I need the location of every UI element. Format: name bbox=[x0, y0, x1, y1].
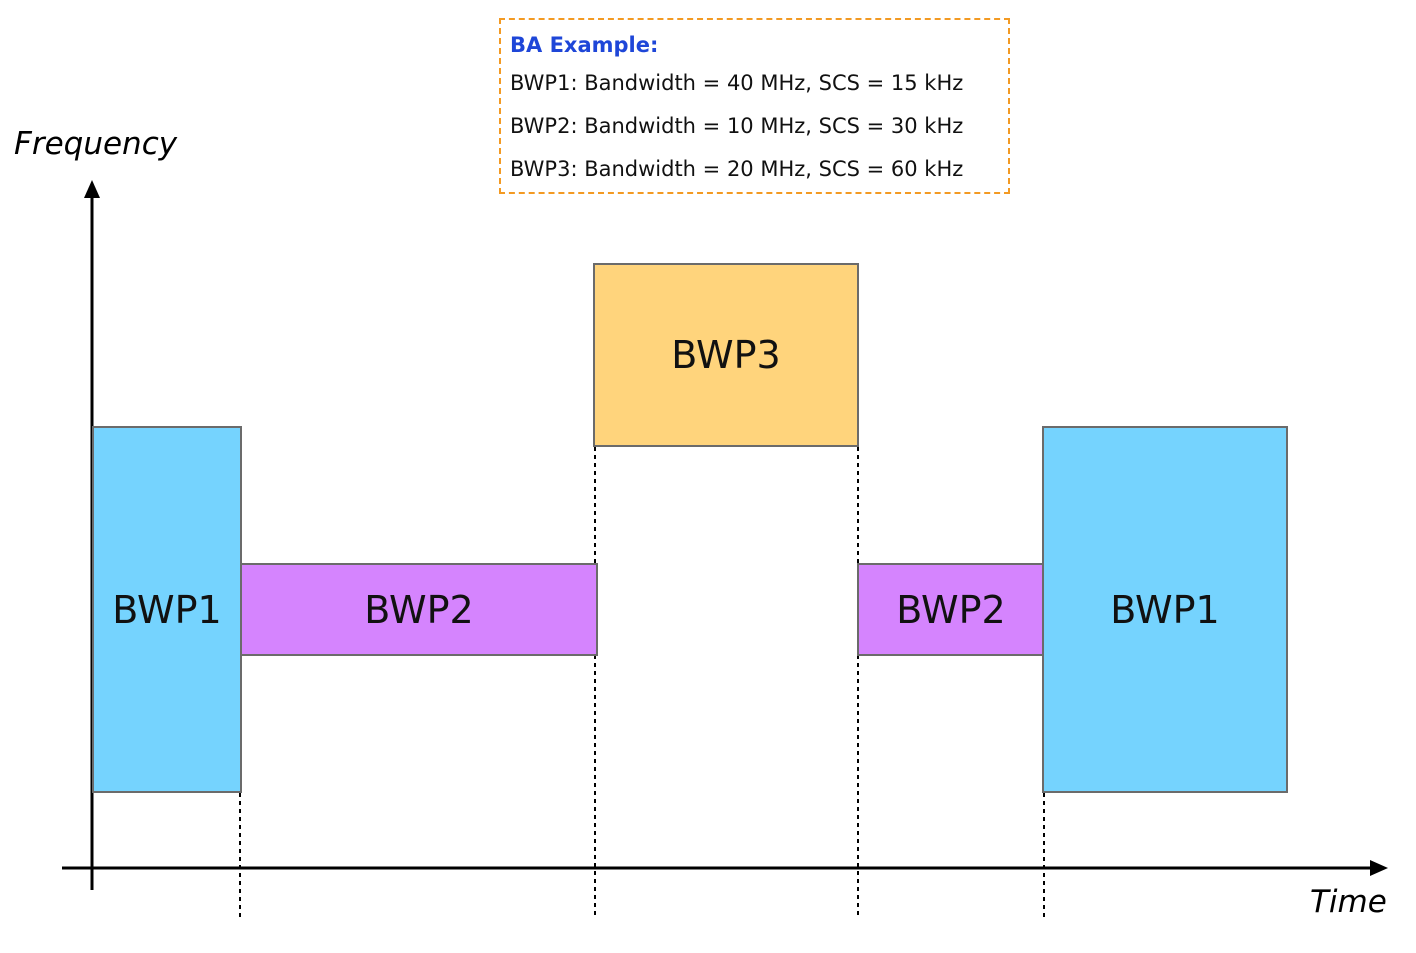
legend-title: BA Example: bbox=[510, 33, 659, 57]
legend-line-bwp2: BWP2: Bandwidth = 10 MHz, SCS = 30 kHz bbox=[510, 114, 964, 138]
bwp2-block-first: BWP2 bbox=[240, 563, 598, 656]
bwp1-block-first: BWP1 bbox=[92, 426, 242, 793]
x-axis-arrowhead bbox=[1370, 860, 1388, 876]
legend-line-bwp1: BWP1: Bandwidth = 40 MHz, SCS = 15 kHz bbox=[510, 71, 964, 95]
bwp3-block: BWP3 bbox=[593, 263, 859, 447]
bwp1-block-second: BWP1 bbox=[1042, 426, 1288, 793]
y-axis-label: Frequency bbox=[14, 126, 178, 162]
x-axis-label: Time bbox=[1310, 884, 1387, 920]
bwp2-block-second: BWP2 bbox=[857, 563, 1045, 656]
legend-line-bwp3: BWP3: Bandwidth = 20 MHz, SCS = 60 kHz bbox=[510, 157, 964, 181]
y-axis-arrowhead bbox=[84, 180, 100, 198]
legend-box: BA Example: BWP1: Bandwidth = 40 MHz, SC… bbox=[499, 18, 1010, 194]
